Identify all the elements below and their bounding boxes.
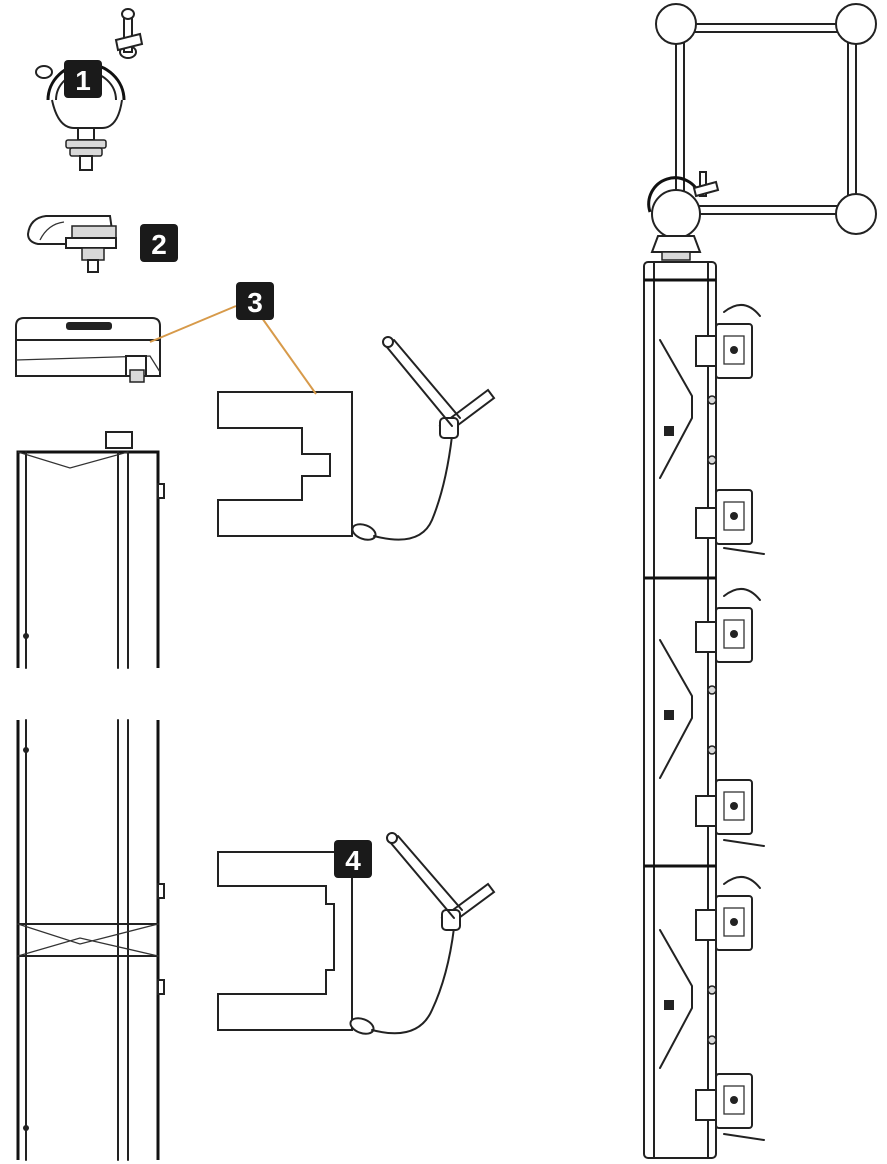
- svg-text:4: 4: [345, 845, 361, 876]
- truss-clamp-icon: [35, 8, 144, 171]
- callout-badge-3: 3: [236, 282, 274, 320]
- wing-nut-icon: [26, 215, 117, 273]
- speaker-array-right: [643, 261, 765, 1159]
- callout-badge-2: 2: [140, 224, 178, 262]
- fly-bracket-icon: [217, 336, 496, 541]
- svg-text:1: 1: [75, 65, 91, 96]
- truss-frame: [655, 3, 877, 235]
- svg-text:2: 2: [151, 229, 167, 260]
- callout-badge-1: 1: [64, 60, 102, 98]
- callout-leader-3: [149, 305, 317, 395]
- callout-badge-4: 4: [334, 840, 372, 878]
- top-cap-part: [15, 317, 161, 383]
- speaker-column-left: [16, 431, 165, 1161]
- truss-clamp-icon: [647, 171, 720, 261]
- svg-text:3: 3: [247, 287, 263, 318]
